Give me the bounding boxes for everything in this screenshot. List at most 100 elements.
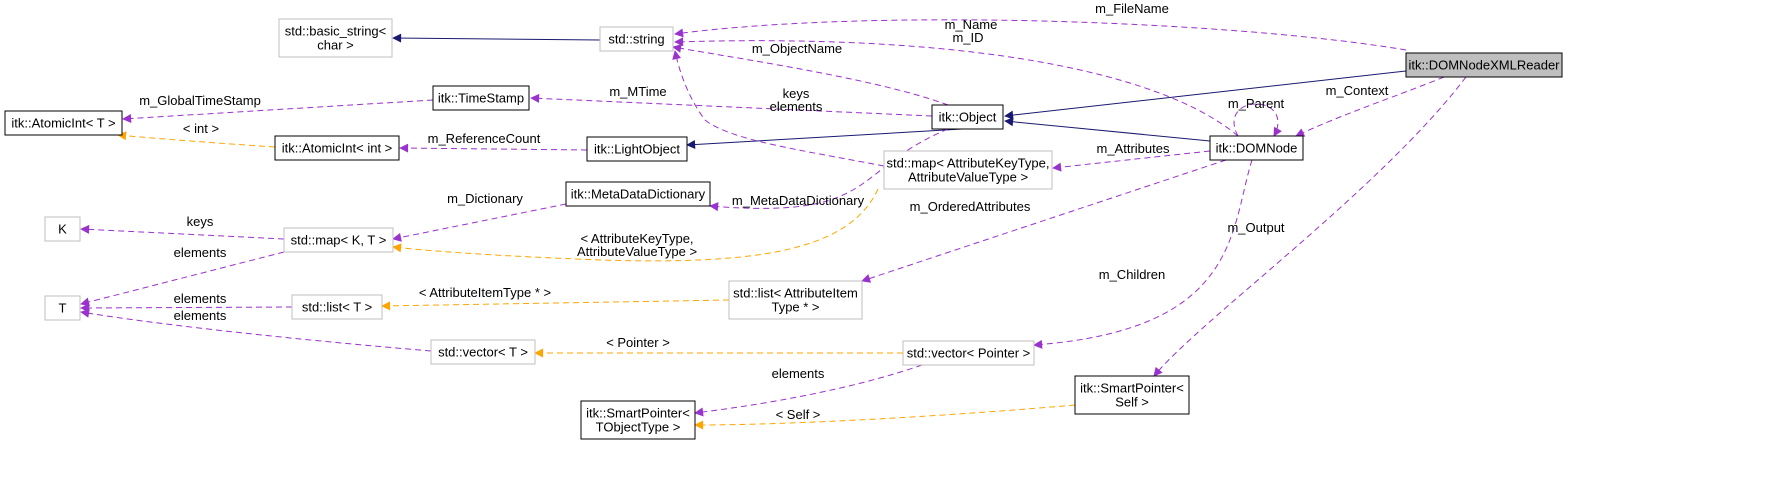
node-smartptr-tobject[interactable]: itk::SmartPointer<TObjectType > [580, 400, 696, 440]
node-label: std::basic_string< [285, 24, 387, 39]
edge-object-metadata [709, 128, 949, 212]
edge-label-vector-pointer-smartptr: elements [772, 366, 825, 381]
node-label: std::vector< Pointer > [907, 346, 1031, 361]
node-domnodexmlreader[interactable]: itk::DOMNodeXMLReader [1405, 52, 1563, 78]
node-box [432, 85, 530, 111]
edge-label-reader-string: m_FileName [1095, 1, 1169, 16]
node-k[interactable]: K [44, 216, 81, 242]
edge-label-list-t-t: elements [174, 291, 227, 306]
node-box [728, 280, 863, 320]
node-box [274, 135, 400, 161]
node-label: char > [317, 38, 354, 53]
node-label: itk::SmartPointer< [586, 406, 690, 421]
edge-label-map-attr-template: < AttributeKeyType, [580, 231, 693, 246]
node-box [44, 295, 81, 321]
node-box [599, 26, 674, 52]
edge-map-attr-string [672, 50, 885, 167]
edge-label-domnode-string: m_Name [945, 17, 998, 32]
edge-domnode-map-attr [1052, 150, 1211, 172]
node-box [291, 294, 383, 320]
node-map-kt[interactable]: std::map< K, T > [283, 227, 394, 253]
node-label: itk::Object [939, 110, 997, 125]
node-list-t[interactable]: std::list< T > [291, 294, 383, 320]
node-box [902, 340, 1035, 366]
node-label: std::map< AttributeKeyType, [887, 156, 1050, 171]
edge-label-map-attr-template: AttributeValueType > [577, 244, 697, 259]
edge-label-lightobject-atomicint-int: m_ReferenceCount [428, 131, 541, 146]
node-smartptr-self[interactable]: itk::SmartPointer<Self > [1074, 375, 1190, 415]
edge-lightobject-atomicint-int [399, 143, 588, 153]
node-label: itk::DOMNodeXMLReader [1409, 58, 1561, 73]
edge-domnode-string [674, 37, 1239, 137]
node-label: std::list< T > [302, 300, 372, 315]
edge-smartptr-self-template [694, 404, 1076, 430]
node-label: AttributeValueType > [908, 170, 1028, 185]
node-basic-string[interactable]: std::basic_string<char > [278, 18, 393, 58]
node-box [278, 18, 393, 58]
edge-object-timestamp [530, 93, 933, 117]
edge-label-domnode-string: m_ID [952, 30, 983, 45]
node-box [1074, 375, 1190, 415]
edge-label-metadata-map-kt: m_Dictionary [447, 191, 523, 206]
edge-label-vector-t-t: elements [174, 308, 227, 323]
node-t[interactable]: T [44, 295, 81, 321]
node-atomicint-t[interactable]: itk::AtomicInt< T > [4, 110, 123, 136]
node-domnode[interactable]: itk::DOMNode [1209, 135, 1304, 161]
edge-label-reader-domnode: m_Context [1326, 83, 1389, 98]
edge-timestamp-atomicint [122, 99, 434, 123]
node-label: itk::AtomicInt< T > [11, 116, 115, 131]
node-box [1209, 135, 1304, 161]
node-label: T [59, 301, 67, 316]
edge-label-object-string: m_ObjectName [752, 41, 842, 56]
edge-label-domnode-map-attr: m_Attributes [1097, 141, 1170, 156]
edge-label-vector-pointer-template: < Pointer > [606, 335, 670, 350]
node-metadatadictionary[interactable]: itk::MetaDataDictionary [565, 181, 711, 207]
node-vector-pointer[interactable]: std::vector< Pointer > [902, 340, 1035, 366]
node-label: itk::DOMNode [1216, 141, 1298, 156]
node-label: TObjectType > [596, 420, 681, 435]
edge-label-reader-smartptr-self: m_Output [1227, 220, 1284, 235]
node-std-string[interactable]: std::string [599, 26, 674, 52]
node-label: std::list< AttributeItem [733, 286, 858, 301]
edge-map-kt-k [80, 224, 285, 240]
node-label: std::vector< T > [438, 345, 528, 360]
node-timestamp[interactable]: itk::TimeStamp [432, 85, 530, 111]
node-box [931, 104, 1004, 130]
node-box [1405, 52, 1563, 78]
edge-map-kt-t [80, 251, 285, 307]
edge-label-domnode-vector-pointer: m_Children [1099, 267, 1165, 282]
node-object[interactable]: itk::Object [931, 104, 1004, 130]
edge-label-timestamp-atomicint: m_GlobalTimeStamp [139, 93, 261, 108]
node-box [44, 216, 81, 242]
edge-string-basicstring-inherit [392, 33, 601, 43]
node-map-attr[interactable]: std::map< AttributeKeyType,AttributeValu… [883, 150, 1053, 190]
edge-metadata-map-kt [392, 203, 567, 242]
node-label: itk::MetaDataDictionary [571, 187, 706, 202]
edge-domnode-self [1233, 103, 1282, 137]
edge-domnode-object-inherit [1004, 117, 1211, 142]
node-box [565, 181, 711, 207]
edge-label-map-kt-t: elements [174, 245, 227, 260]
node-box [430, 339, 536, 365]
node-vector-t[interactable]: std::vector< T > [430, 339, 536, 365]
edge-vector-t-t [80, 308, 432, 352]
node-box [586, 136, 688, 162]
edge-label-map-kt-k: keys [187, 214, 214, 229]
edge-label-list-attr-template: < AttributeItemType * > [419, 285, 551, 300]
edge-reader-smartptr-self [1153, 76, 1467, 377]
edge-label-atomicint-int-template: < int > [183, 121, 219, 136]
node-label: std::string [608, 32, 664, 47]
node-label: Self > [1115, 395, 1149, 410]
node-lightobject[interactable]: itk::LightObject [586, 136, 688, 162]
edge-label-object-timestamp: m_MTime [609, 84, 666, 99]
edge-list-t-t [80, 303, 293, 313]
edge-list-attr-template [381, 299, 730, 311]
edge-reader-domnode [1295, 76, 1445, 137]
edge-vector-pointer-smartptr [694, 364, 923, 417]
node-atomicint-int[interactable]: itk::AtomicInt< int > [274, 135, 400, 161]
edge-label-domnode-self: m_Parent [1228, 96, 1285, 111]
node-label: std::map< K, T > [291, 233, 387, 248]
node-label: K [58, 222, 67, 237]
node-list-attritem[interactable]: std::list< AttributeItemType * > [728, 280, 863, 320]
edge-map-attr-template [392, 188, 879, 262]
